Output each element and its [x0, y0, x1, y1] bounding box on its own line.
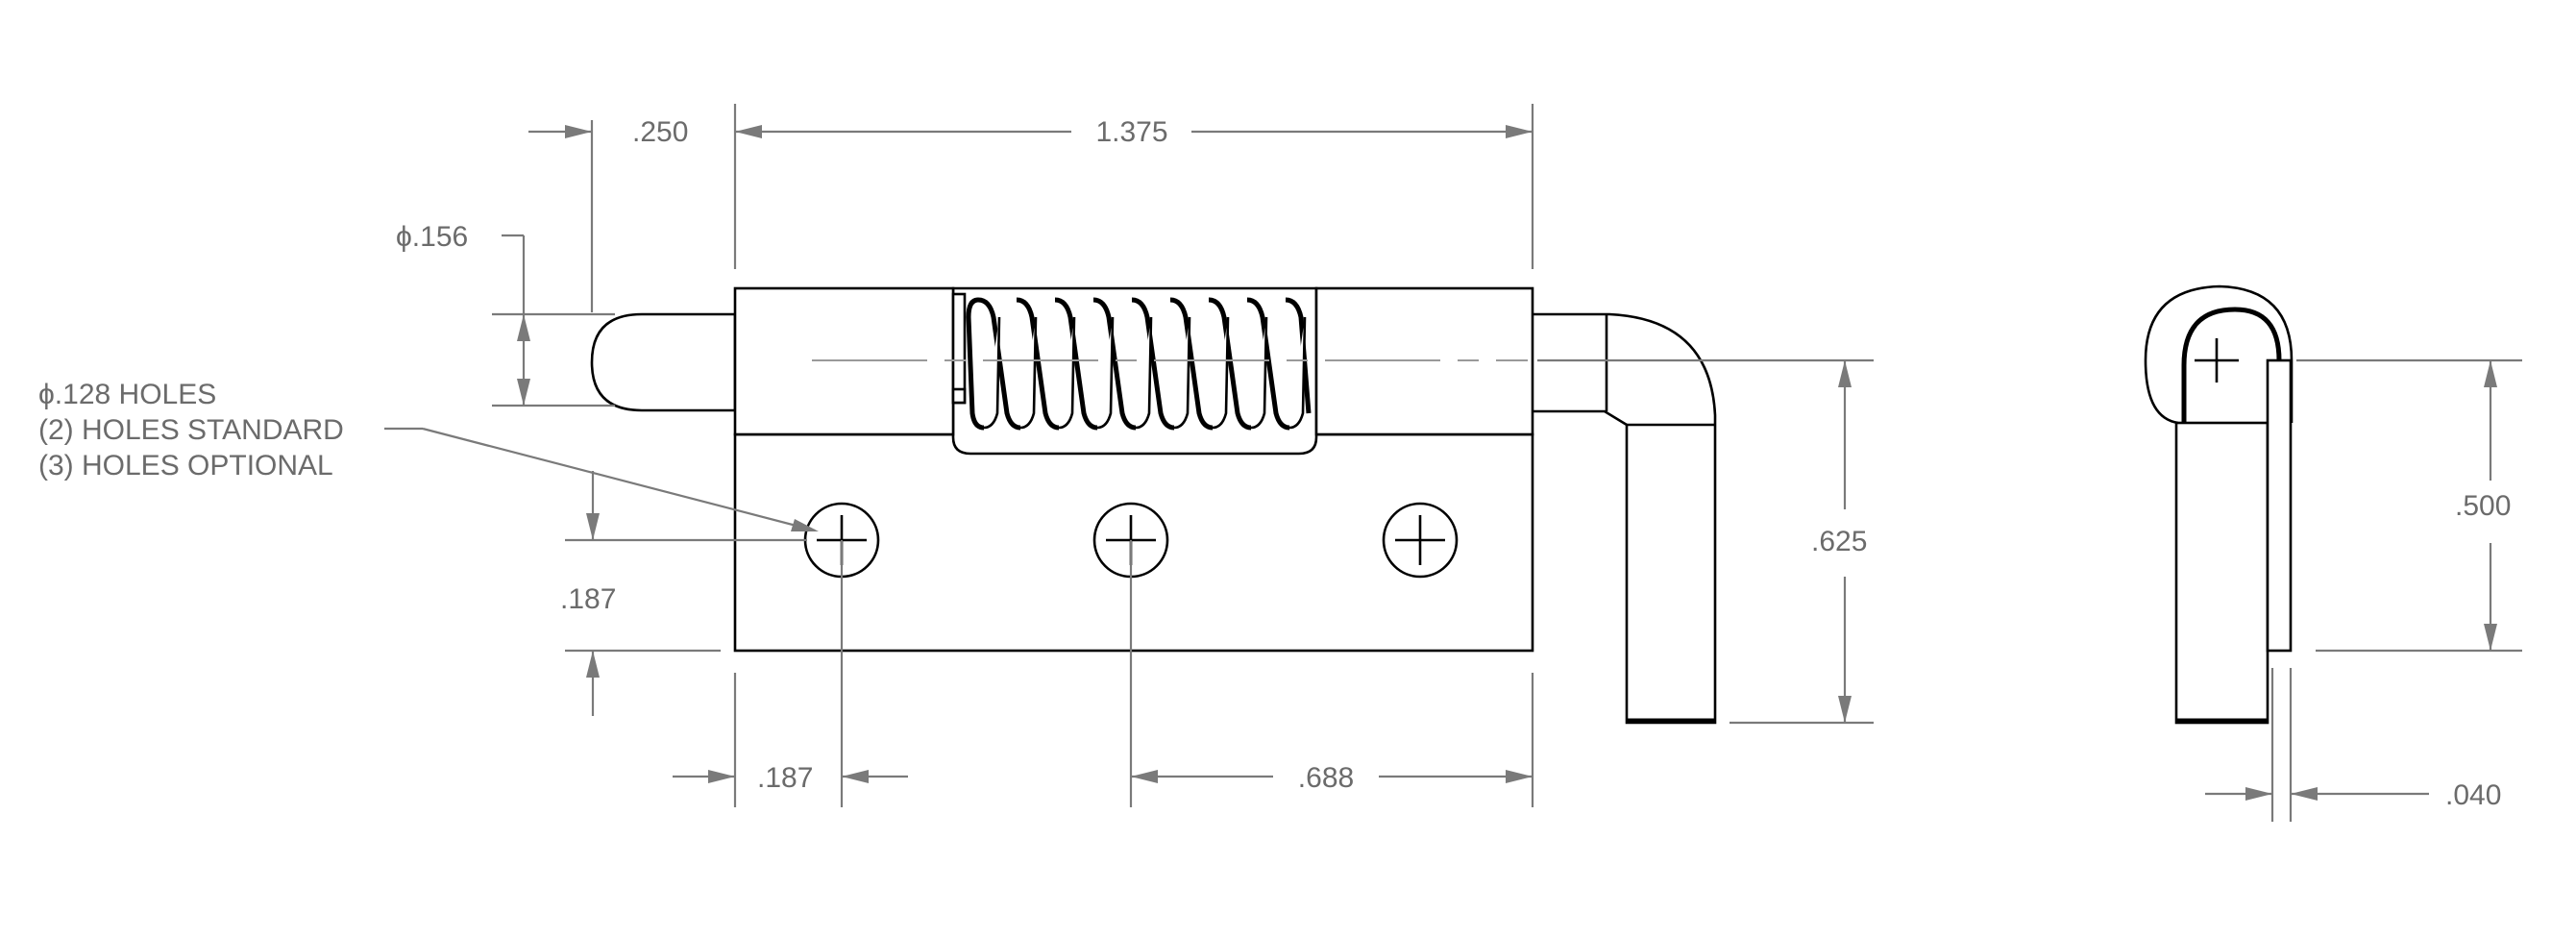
dim-hole-from-left: .187: [757, 762, 813, 794]
hole-note-line1: ϕ.128 HOLES: [38, 379, 216, 410]
side-view: [2144, 284, 2294, 725]
hole-note: ϕ.128 HOLES (2) HOLES STANDARD (3) HOLES…: [38, 379, 344, 481]
dim-overall-height: .625: [1811, 526, 1867, 557]
side-plate: [2174, 421, 2269, 725]
dim-body-length: 1.375: [1095, 116, 1167, 148]
dim-hole-from-bottom: .187: [560, 583, 616, 615]
front-view: [590, 286, 1717, 725]
mounting-hole-3: [1382, 502, 1459, 579]
dim-pin-extension: .250: [632, 116, 688, 148]
dim-side-height: .500: [2455, 490, 2511, 522]
dim-plate-thickness: .040: [2445, 779, 2501, 811]
handle-elbow: [1528, 312, 1717, 725]
pin-tip-left: [590, 312, 737, 412]
hole-note-line2: (2) HOLES STANDARD: [38, 414, 344, 446]
dimension-labels: .250 1.375 ϕ.156 .187 .187 .688 .625 .50…: [396, 116, 2511, 811]
dim-pin-diameter: ϕ.156: [396, 221, 468, 253]
hole-note-line3: (3) HOLES OPTIONAL: [38, 450, 333, 481]
side-leaf: [2266, 358, 2293, 653]
spring-icon: [966, 297, 1312, 431]
dim-hole-spacing: .688: [1298, 762, 1354, 794]
dimension-lines: [384, 104, 2522, 822]
